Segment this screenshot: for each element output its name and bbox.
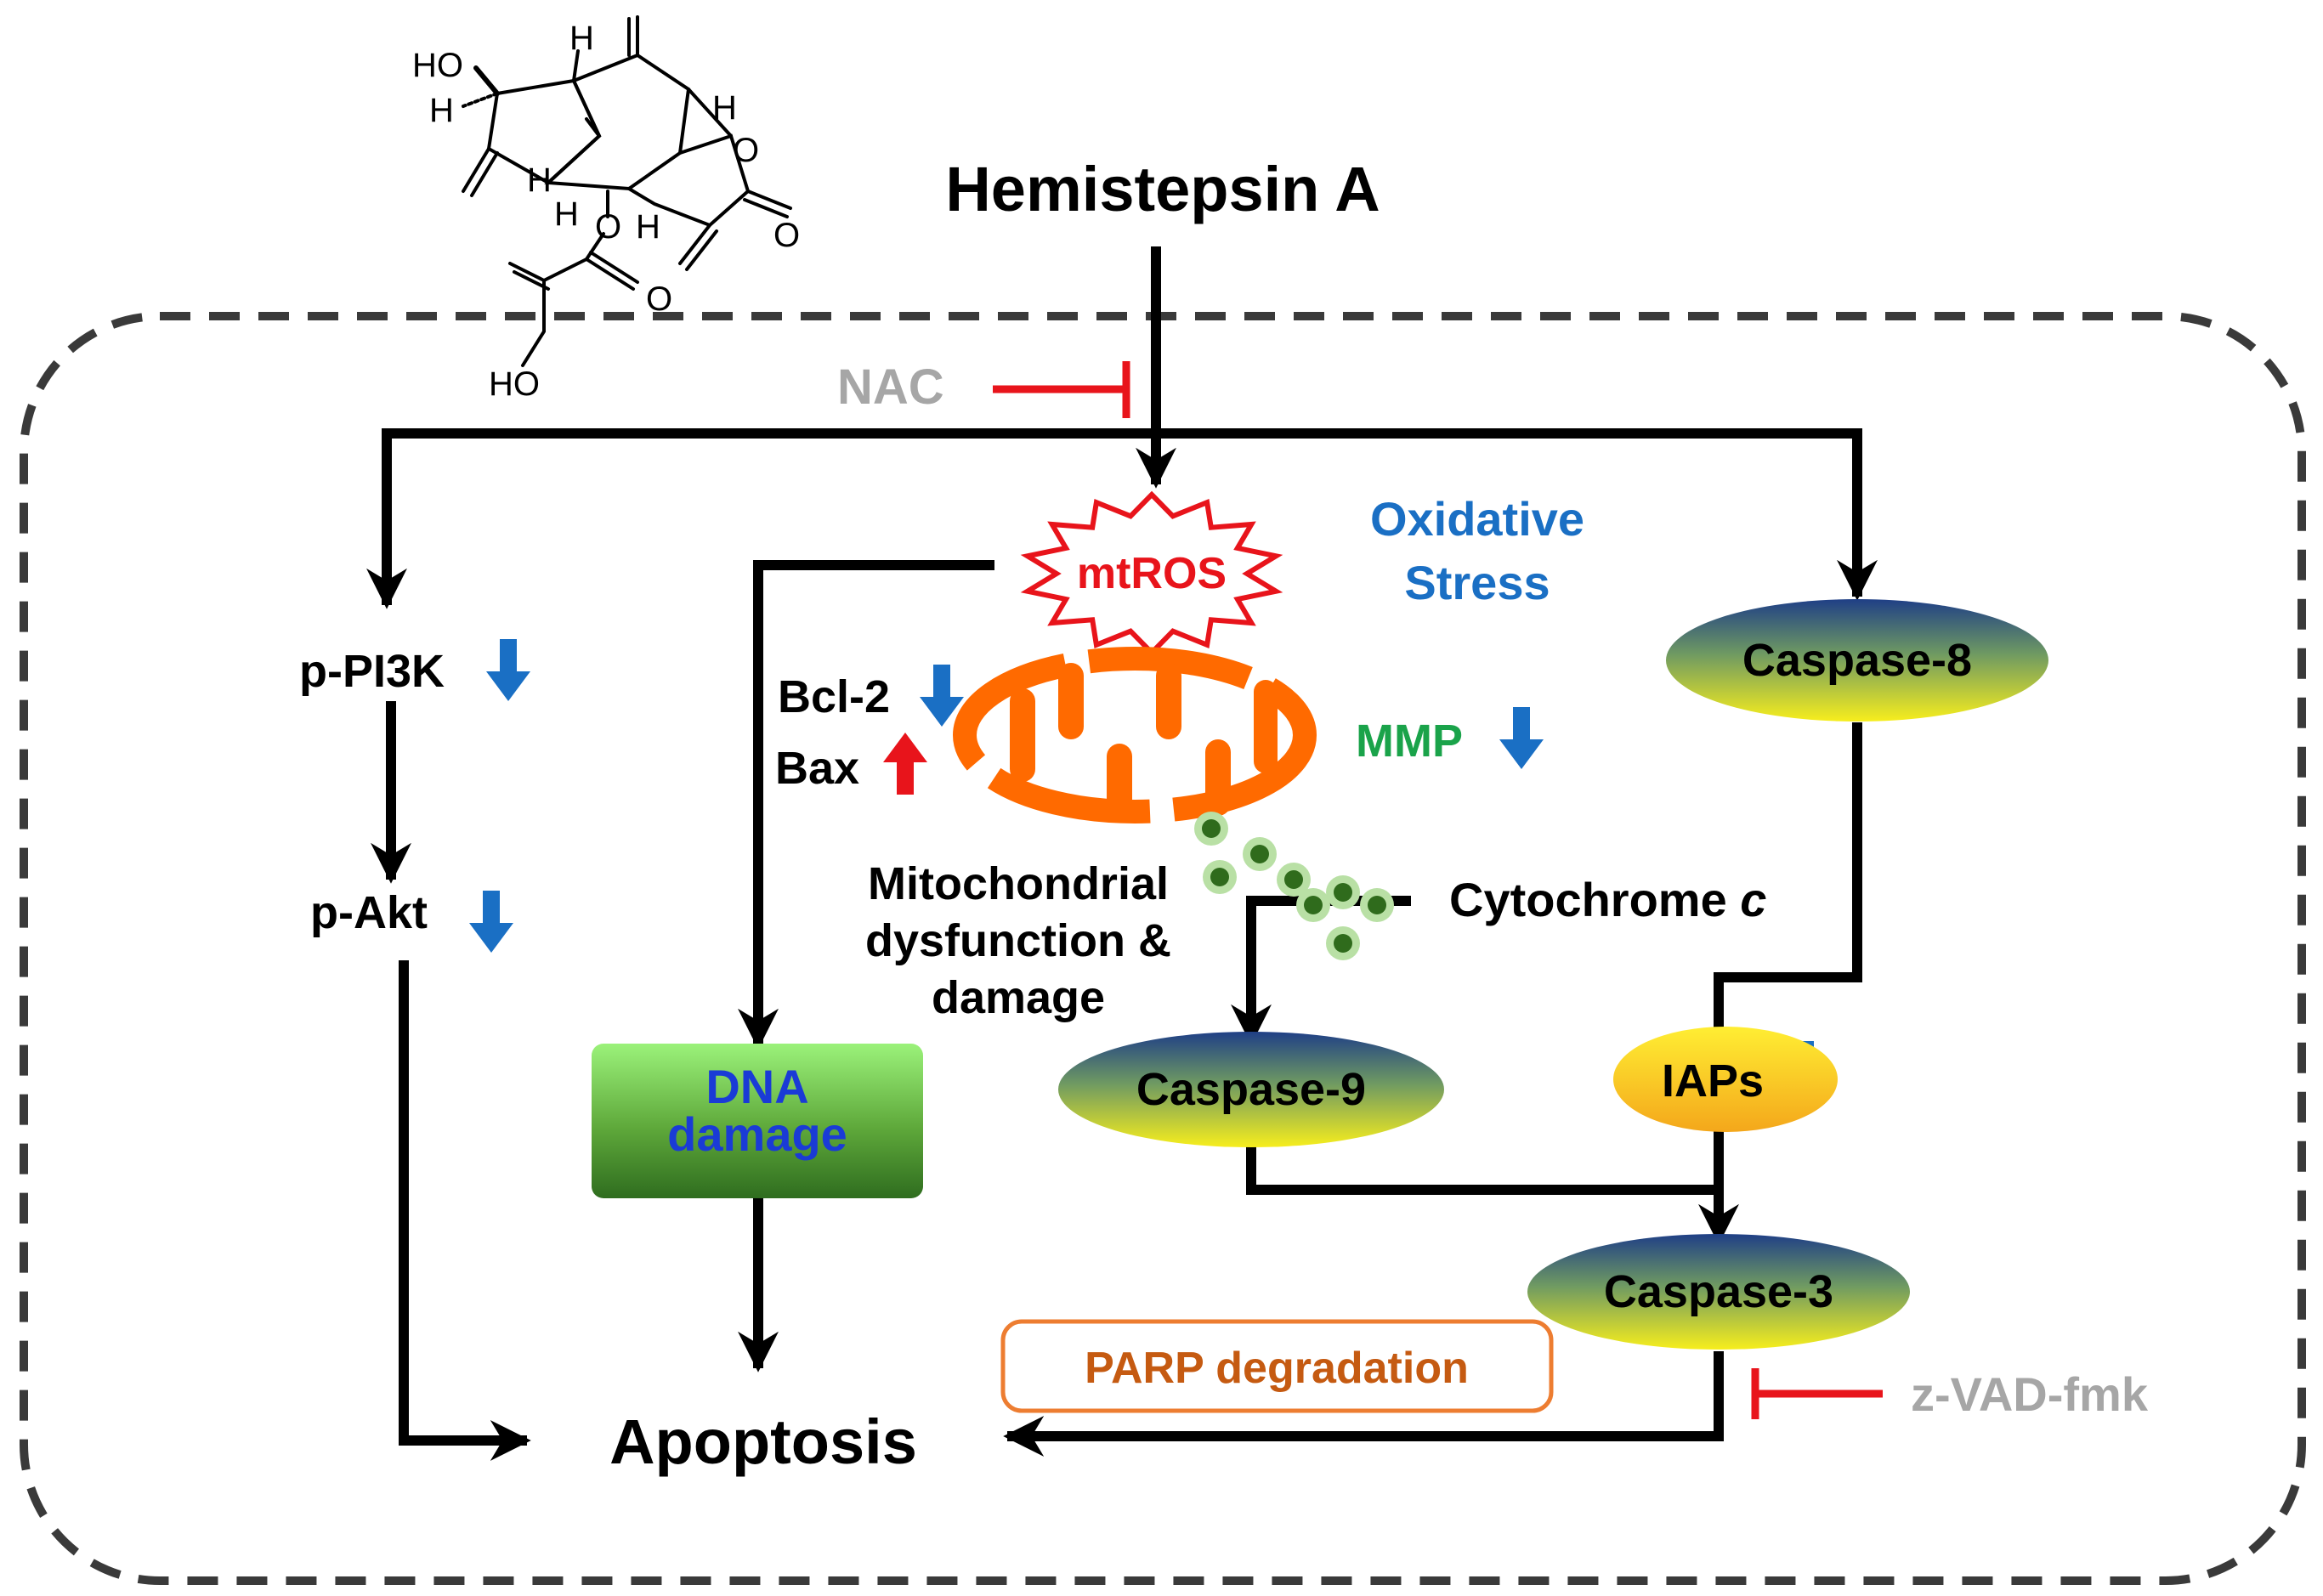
bcl2-label: Bcl-2 [778,671,890,722]
oxidative-stress-line1: Oxidative [1370,492,1584,546]
chem-o-ester-carbonyl: O [646,280,672,318]
dna-damage-box: DNA damage [592,1044,923,1198]
mito-dysfunction-line2: dysfunction & [865,915,1171,966]
chem-h-bottom-right: H [636,208,660,246]
caspase-9-label: Caspase-9 [1136,1064,1366,1115]
chem-h-top: H [569,20,594,57]
caspase-9-node: Caspase-9 [1058,1032,1444,1147]
mitochondrion-icon [953,647,1317,823]
cytochrome-c-particles [1194,812,1394,960]
mmp-down-arrow-icon [1499,707,1544,769]
parp-degradation-label: PARP degradation [1085,1344,1469,1393]
p-akt-label: p-Akt [310,887,428,938]
bax-up-arrow-icon [883,733,927,795]
chem-ho-top: HO [412,47,463,84]
chem-h-bottom-left: H [554,195,579,233]
mito-dysfunction-line3: damage [932,972,1105,1023]
p-pi3k-down-arrow-icon [486,639,530,701]
caspase-3-label: Caspase-3 [1604,1266,1833,1317]
caspase-8-node: Caspase-8 [1666,599,2048,722]
apoptosis-label: Apoptosis [609,1406,917,1477]
zvad-inhibition [1751,1368,1883,1419]
chem-o-carbonyl: O [773,217,800,254]
oxidative-stress-line2: Stress [1404,556,1550,609]
chem-o-ring: O [733,132,759,169]
p-pi3k-label: p-PI3K [299,646,445,697]
bcl2-down-arrow-icon [920,665,964,727]
cell-boundary [20,312,2306,1585]
cytochrome-c-label: Cytochrome c [1449,873,1766,926]
p-akt-down-arrow-icon [469,891,513,953]
nac-label: NAC [837,359,944,415]
chem-ho-bottom: HO [489,365,540,403]
title-hemistepsin-a: Hemistepsin A [945,154,1380,224]
nac-inhibition [993,361,1130,418]
parp-degradation-box: PARP degradation [1000,1319,1554,1413]
mtros-burst: mtROS [1020,490,1283,657]
caspase-3-node: Caspase-3 [1527,1234,1910,1350]
zvad-fmk-label: z-VAD-fmk [1911,1367,2149,1421]
mito-dysfunction-line1: Mitochondrial [868,858,1169,909]
chem-h-mid: H [527,161,552,199]
iaps-label: IAPs [1662,1056,1764,1106]
mmp-label: MMP [1356,716,1463,767]
caspase-8-label: Caspase-8 [1742,635,1972,686]
pathway-connectors [366,246,1878,1461]
cytochrome-c-italic: c [1740,873,1766,926]
chem-h-right: H [712,89,737,127]
dna-damage-line1: DNA [705,1060,808,1113]
chem-h-left: H [429,92,454,129]
iaps-node: IAPs [1613,1027,1838,1132]
bax-label: Bax [775,743,859,794]
chem-o-ester: O [595,208,621,246]
cytochrome-text: Cytochrome [1449,873,1740,926]
dna-damage-line2: damage [667,1107,847,1161]
hemistepsin-a-structure [462,15,792,367]
mtros-label: mtROS [1077,549,1227,598]
